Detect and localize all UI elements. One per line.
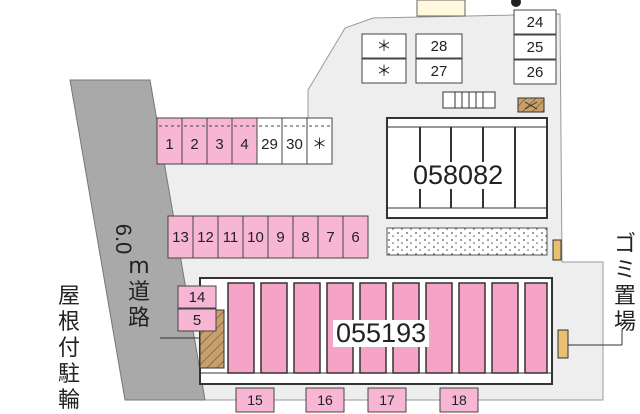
parking-mid-6-label: 8 (301, 228, 310, 246)
roofed-parking-label: 屋根付駐輪 (57, 284, 80, 413)
parking-right-1-space (513, 9, 557, 35)
parking-top-7-label: ＊ (311, 135, 327, 153)
parking-center-right-1-label: 28 (430, 37, 448, 55)
parking-top-3-label: 3 (215, 135, 224, 153)
parking-mid-4-label: 10 (247, 228, 264, 246)
parking-mid-5-label: 9 (276, 228, 285, 246)
garbage-area-label: ゴミ置場 (613, 232, 636, 335)
parking-mid-3-label: 11 (222, 228, 239, 246)
parking-center-right-1-space (415, 33, 463, 59)
parking-bottom-3-label: 17 (379, 392, 395, 408)
parking-right-3-space (513, 59, 557, 85)
top-box (416, 0, 466, 17)
parking-slots-layer (156, 9, 557, 413)
parking-mid-7-label: 7 (326, 228, 335, 246)
parking-mid-1-space (167, 215, 194, 259)
parking-bottom-1-space (235, 387, 275, 413)
parking-mid-4-space (242, 215, 269, 259)
parking-center-right-2-label: 27 (430, 62, 448, 80)
parking-bottom-2-space (305, 387, 345, 413)
parking-top-6-label: 30 (286, 135, 303, 153)
parking-mid-8-space (342, 215, 369, 259)
parking-top-2-label: 2 (190, 135, 199, 153)
parking-mid-7-space (317, 215, 344, 259)
building-name-south: 055193 (333, 320, 430, 347)
parking-right-2-label: 25 (526, 38, 544, 56)
parking-center-left-2-space (361, 58, 407, 84)
parking-bottom-2-label: 16 (317, 392, 333, 408)
parking-right-3-label: 26 (526, 63, 544, 81)
parking-center-right-2-space (415, 58, 463, 84)
parking-bottom-1-label: 15 (247, 392, 263, 408)
parking-right-2-space (513, 34, 557, 60)
parking-mid-2-space (192, 215, 219, 259)
garbage-box (557, 329, 569, 359)
site-map-drawing (69, 0, 623, 413)
parking-top-4-label: 4 (240, 135, 249, 153)
meter-box-north (552, 239, 562, 261)
parking-bottom-3-space (367, 387, 407, 413)
parking-mid-8-label: 6 (351, 228, 360, 246)
parking-mid-1-label: 13 (172, 228, 189, 246)
parking-top-5-label: 29 (261, 135, 278, 153)
parking-bottom-4-space (439, 387, 479, 413)
parking-center-left-2-label: ＊ (376, 62, 392, 80)
parking-stack-1-space (177, 285, 217, 309)
parking-center-left-1-space (361, 33, 407, 59)
parking-right-1-label: 24 (526, 13, 544, 31)
parking-stack-2-space (177, 308, 217, 332)
building-name-north: 058082 (410, 162, 507, 189)
parking-stack-1-label: 14 (188, 288, 206, 306)
parking-top-1-label: 1 (165, 135, 174, 153)
road-name-label: m道路 (127, 254, 150, 331)
entrance-stairs (442, 91, 545, 113)
parking-center-left-1-label: ＊ (376, 37, 392, 55)
road-6m (69, 79, 206, 401)
utility-pole (511, 0, 521, 7)
parking-stack-2-label: 5 (192, 311, 202, 329)
parking-bottom-4-label: 18 (451, 392, 467, 408)
parking-mid-2-label: 12 (197, 228, 214, 246)
